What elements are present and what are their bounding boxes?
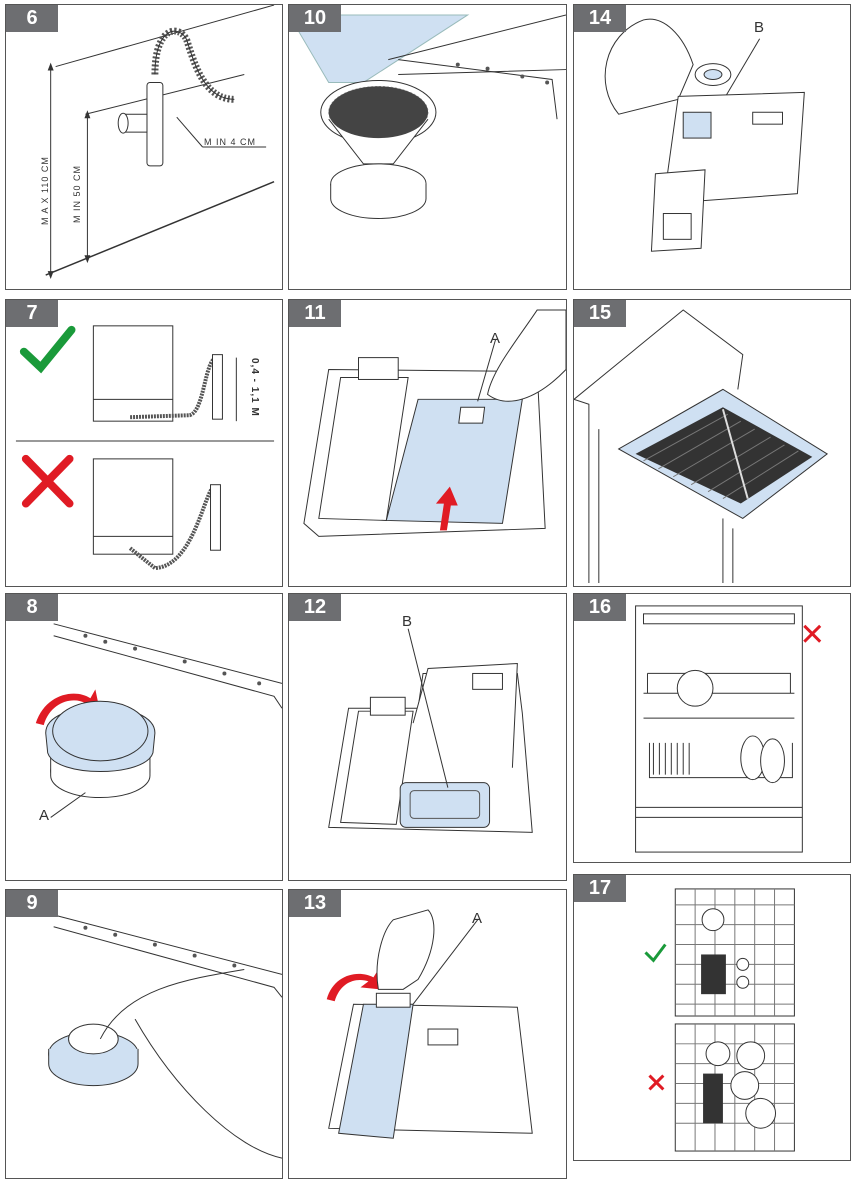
hose-position-illustration — [15, 325, 275, 571]
step-number: 11 — [289, 300, 341, 327]
open-lid-illustration — [326, 909, 533, 1139]
step-number: 7 — [6, 300, 58, 327]
panel-17: 17 — [573, 874, 851, 1161]
step-number: 16 — [574, 594, 626, 621]
label-a: A — [39, 807, 50, 824]
label-a: A — [472, 910, 483, 927]
cross-icon — [803, 624, 822, 643]
hose-height-label: 0,4 - 1,1 M — [249, 358, 260, 417]
basket-loading-illustration — [644, 888, 795, 1152]
label-b: B — [754, 19, 765, 36]
step-number: 12 — [289, 594, 341, 621]
panel-10: 10 — [288, 4, 567, 290]
filter-turn-illustration — [35, 623, 282, 818]
drain-height-illustration — [45, 5, 275, 280]
panel-11: 11 A — [288, 299, 567, 587]
panel-16: 16 — [573, 593, 851, 863]
filter-illustration — [289, 14, 566, 219]
label-a: A — [490, 330, 501, 347]
detergent-lid-illustration — [303, 309, 566, 537]
cross-icon — [648, 1074, 665, 1091]
loading-illustration — [635, 605, 822, 853]
panel-14: 14 B — [573, 4, 851, 290]
step-number: 15 — [574, 300, 626, 327]
step-number: 17 — [574, 875, 626, 902]
step-number: 9 — [6, 890, 58, 917]
panel-12: 12 B — [288, 593, 567, 881]
step-number: 13 — [289, 890, 341, 917]
open-dispenser-illustration — [328, 628, 533, 833]
min-height-label: M IN 50 CM — [72, 164, 82, 223]
check-icon — [19, 325, 76, 374]
panel-6: 6 M IN 4 CM M A X 110 CM M IN 50 CM — [5, 4, 283, 290]
step-number: 14 — [574, 5, 626, 32]
filter-clean-illustration — [48, 914, 282, 1159]
max-height-label: M A X 110 CM — [40, 156, 50, 225]
min-distance-label: M IN 4 CM — [204, 137, 257, 147]
cutlery-tray-illustration — [574, 309, 829, 583]
step-number: 10 — [289, 5, 341, 32]
panel-9: 9 — [5, 889, 283, 1179]
check-icon — [644, 943, 667, 963]
panel-8: 8 A — [5, 593, 283, 881]
step-number: 8 — [6, 594, 58, 621]
panel-7: 7 0,4 - 1,1 M — [5, 299, 283, 587]
rotate-arrow-icon — [326, 969, 381, 1002]
label-b: B — [402, 613, 413, 630]
panel-15: 15 — [573, 299, 851, 587]
rotate-arrow-icon — [35, 689, 101, 726]
step-number: 6 — [6, 5, 58, 32]
panel-13: 13 A — [288, 889, 567, 1179]
cross-icon — [21, 454, 74, 508]
rinse-aid-illustration — [604, 18, 805, 252]
push-arrow-icon — [435, 486, 458, 531]
